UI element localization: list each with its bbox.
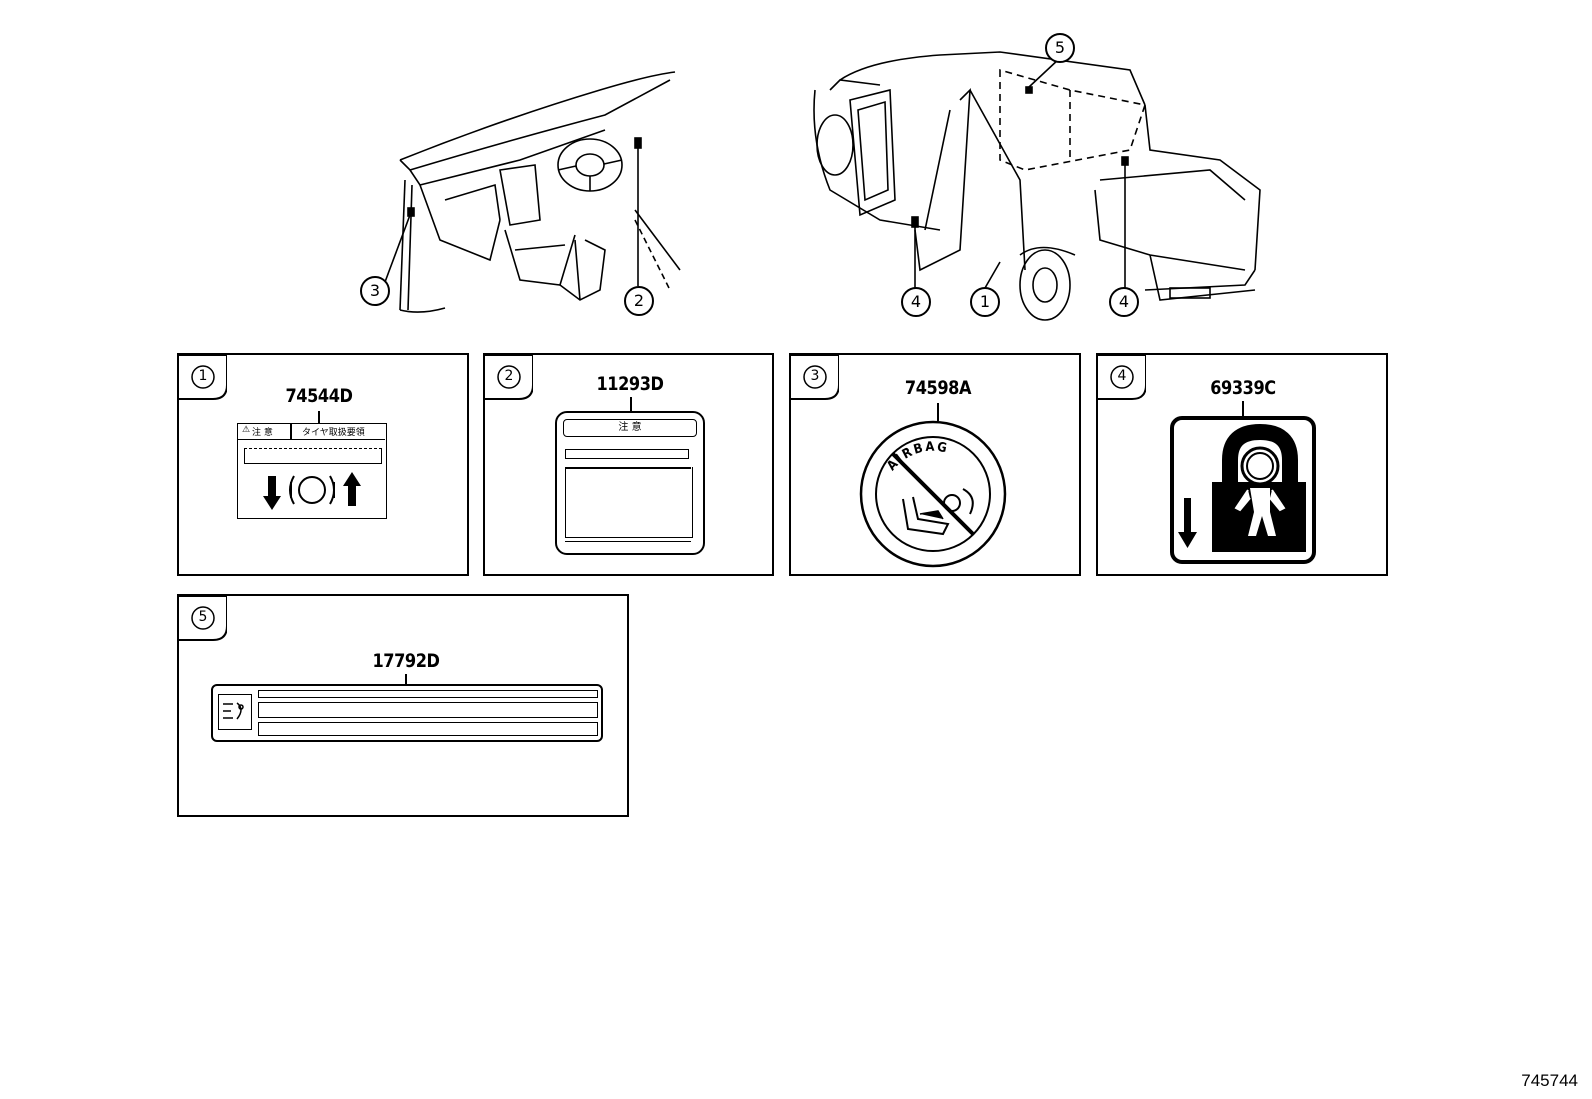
callout-4-left-text: 4 bbox=[910, 292, 922, 311]
info-strip-icon bbox=[218, 694, 252, 730]
info-strip-label bbox=[211, 684, 603, 742]
panel-number: 4 bbox=[1117, 368, 1127, 384]
airbag-warning-icon: AIRBAG bbox=[859, 420, 1007, 568]
panel-number: 5 bbox=[198, 609, 208, 625]
callout-3: 3 bbox=[360, 276, 390, 306]
part-number: 74544D bbox=[285, 385, 353, 407]
document-id: 745744 bbox=[1521, 1071, 1578, 1090]
callout-3-text: 3 bbox=[369, 281, 381, 300]
dashboard-illustration bbox=[384, 71, 681, 313]
caution-text: 注 意 bbox=[252, 428, 273, 438]
caution-label: 注 意 bbox=[555, 411, 705, 555]
pickup-truck-illustration bbox=[813, 51, 1261, 321]
callout-4-right: 4 bbox=[1109, 287, 1139, 317]
tire-info-label: ⚠ 注 意 タイヤ取扱要領 bbox=[237, 423, 387, 519]
label-panel-3: 3 74598A AIRBAG bbox=[789, 353, 1081, 576]
callout-4-left: 4 bbox=[901, 287, 931, 317]
part-number: 74598A bbox=[904, 377, 972, 399]
panel-number: 1 bbox=[198, 368, 208, 384]
part-number: 69339C bbox=[1210, 377, 1276, 399]
callout-5: 5 bbox=[1045, 33, 1075, 63]
label-panel-5: 5 17792D bbox=[177, 594, 629, 817]
part-number: 17792D bbox=[372, 650, 440, 672]
callout-4-right-text: 4 bbox=[1118, 292, 1130, 311]
callout-1: 1 bbox=[970, 287, 1000, 317]
panel-number: 3 bbox=[810, 368, 820, 384]
caution-header: 注 意 bbox=[563, 419, 697, 437]
callout-1-text: 1 bbox=[979, 292, 991, 311]
panel-number: 2 bbox=[504, 368, 514, 384]
panel-tab bbox=[179, 596, 227, 641]
label-panel-2: 2 11293D 注 意 bbox=[483, 353, 774, 576]
label-panel-1: 1 74544D ⚠ 注 意 タイヤ取扱要領 bbox=[177, 353, 469, 576]
label-panel-4: 4 69339C bbox=[1096, 353, 1388, 576]
callout-2-text: 2 bbox=[633, 291, 645, 310]
callout-5-text: 5 bbox=[1054, 38, 1066, 57]
child-lock-icon bbox=[1170, 416, 1316, 564]
callout-2: 2 bbox=[624, 286, 654, 316]
part-number: 11293D bbox=[596, 373, 664, 395]
tire-title-text: タイヤ取扱要領 bbox=[302, 428, 365, 438]
